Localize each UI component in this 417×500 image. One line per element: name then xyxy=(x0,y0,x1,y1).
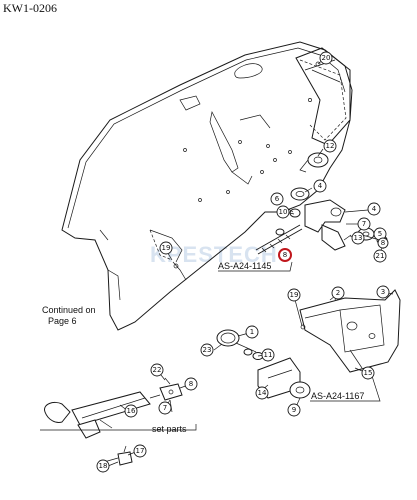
svg-text:19: 19 xyxy=(290,291,299,299)
callout-8-upper: 8 xyxy=(377,237,389,249)
svg-text:6: 6 xyxy=(275,195,280,203)
svg-text:5: 5 xyxy=(378,230,382,238)
part-15-mounting-bracket xyxy=(299,289,401,373)
set-parts-bracket xyxy=(40,424,197,431)
svg-text:4: 4 xyxy=(372,205,377,213)
callout-4-upper: 4 xyxy=(313,179,327,193)
callout-10: 10 xyxy=(276,205,290,219)
svg-text:16: 16 xyxy=(127,407,136,415)
part-4-washer-upper xyxy=(290,187,310,201)
upper-assembly-underline xyxy=(218,261,293,272)
svg-text:8: 8 xyxy=(283,251,287,259)
svg-text:4: 4 xyxy=(318,182,323,190)
small-clamp xyxy=(159,377,183,413)
svg-text:13: 13 xyxy=(354,234,363,242)
continued-note-line2: Page 6 xyxy=(48,316,77,326)
svg-text:3: 3 xyxy=(381,288,385,296)
part-12-roller xyxy=(299,152,329,173)
callout-9: 9 xyxy=(287,403,301,417)
continued-note-line1: Continued on xyxy=(42,305,96,315)
svg-text:9: 9 xyxy=(292,406,296,414)
svg-text:19: 19 xyxy=(162,244,171,252)
valve-parts xyxy=(103,445,133,466)
callout-13: 13 xyxy=(351,231,365,245)
part-19-bolt-left xyxy=(149,229,187,281)
callout-12: 12 xyxy=(323,139,337,153)
callout-7-upper: 7 xyxy=(357,217,371,231)
callout-19-left: 19 xyxy=(159,241,173,255)
svg-text:8: 8 xyxy=(189,380,193,388)
spring-shaft-assembly xyxy=(255,208,303,255)
callout-2: 2 xyxy=(331,286,345,300)
part-16-air-cylinder xyxy=(44,391,161,439)
callout-20: 20 xyxy=(319,51,333,65)
svg-text:14: 14 xyxy=(258,389,267,397)
callout-17: 17 xyxy=(133,444,147,458)
svg-text:18: 18 xyxy=(99,462,108,470)
callout-7-lower: 7 xyxy=(158,401,172,415)
callout-14: 14 xyxy=(255,386,269,400)
callout-11: 11 xyxy=(261,348,275,362)
callout-19-right: 19 xyxy=(287,288,301,302)
set-parts-label: set parts xyxy=(152,424,187,434)
assembly-label-upper: AS-A24-1145 xyxy=(218,261,271,271)
callout-8-lower: 8 xyxy=(184,377,198,391)
callout-3: 3 xyxy=(376,285,390,299)
document-code: KW1-0206 xyxy=(3,1,57,15)
svg-text:10: 10 xyxy=(279,208,288,216)
svg-text:1: 1 xyxy=(250,328,254,336)
callout-8-highlighted: 8 xyxy=(278,248,292,262)
callout-22: 22 xyxy=(150,363,164,377)
callout-18: 18 xyxy=(96,459,110,473)
callout-21: 21 xyxy=(373,249,387,263)
lower-assembly-underline xyxy=(310,375,381,402)
svg-text:17: 17 xyxy=(136,447,145,455)
callout-4-right: 4 xyxy=(367,202,381,216)
svg-text:2: 2 xyxy=(336,289,340,297)
svg-text:22: 22 xyxy=(153,366,162,374)
svg-text:23: 23 xyxy=(203,346,212,354)
callout-15: 15 xyxy=(361,366,375,380)
svg-text:7: 7 xyxy=(362,220,366,228)
svg-text:21: 21 xyxy=(376,252,385,260)
svg-text:15: 15 xyxy=(364,369,373,377)
callout-23: 23 xyxy=(200,343,214,357)
callout-1: 1 xyxy=(245,325,259,339)
assembly-label-lower: AS-A24-1167 xyxy=(311,391,364,401)
ring-shaft-assembly xyxy=(216,329,311,399)
main-frame-plate xyxy=(61,41,353,331)
svg-text:11: 11 xyxy=(264,351,273,359)
callout-16: 16 xyxy=(124,404,138,418)
callout-6: 6 xyxy=(270,192,284,206)
svg-text:7: 7 xyxy=(163,404,167,412)
svg-text:20: 20 xyxy=(322,54,331,62)
svg-text:8: 8 xyxy=(381,239,385,247)
svg-text:12: 12 xyxy=(326,142,335,150)
